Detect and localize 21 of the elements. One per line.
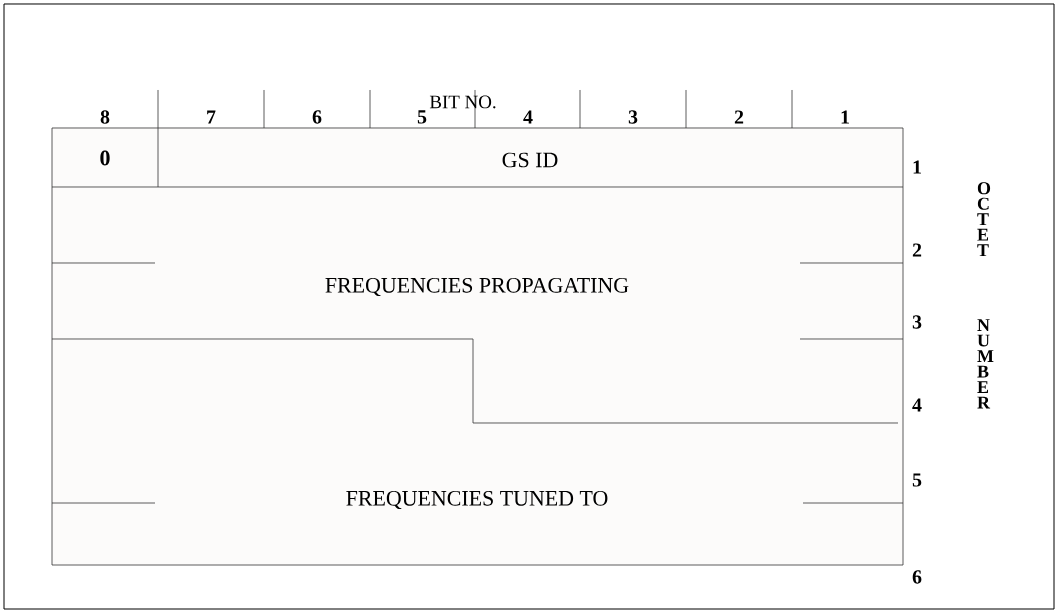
field-label: 0: [100, 150, 110, 166]
field-label: FREQUENCIES TUNED TO: [346, 490, 608, 509]
octet-number: 6: [912, 570, 922, 584]
octet-number: 1: [913, 160, 921, 174]
octet-number: 5: [912, 473, 922, 487]
bit-number: 1: [841, 110, 849, 124]
field-label: GS ID: [502, 152, 558, 168]
bit-number: 4: [523, 110, 533, 124]
field-label: FREQUENCIES PROPAGATING: [325, 277, 629, 296]
axis-title: NUMBER: [977, 319, 994, 409]
bit-number: 8: [100, 110, 110, 124]
bit-number: 6: [312, 110, 322, 124]
octet-number: 4: [912, 398, 922, 412]
bit-number: 5: [417, 110, 427, 124]
octet-number: 2: [912, 243, 922, 257]
bit-number: 3: [628, 110, 638, 124]
bit-number: 7: [207, 110, 216, 124]
axis-title: BIT NO.: [429, 95, 496, 109]
bit-number: 2: [734, 110, 744, 124]
octet-number: 3: [912, 315, 922, 329]
axis-title: OCTET: [977, 182, 991, 257]
